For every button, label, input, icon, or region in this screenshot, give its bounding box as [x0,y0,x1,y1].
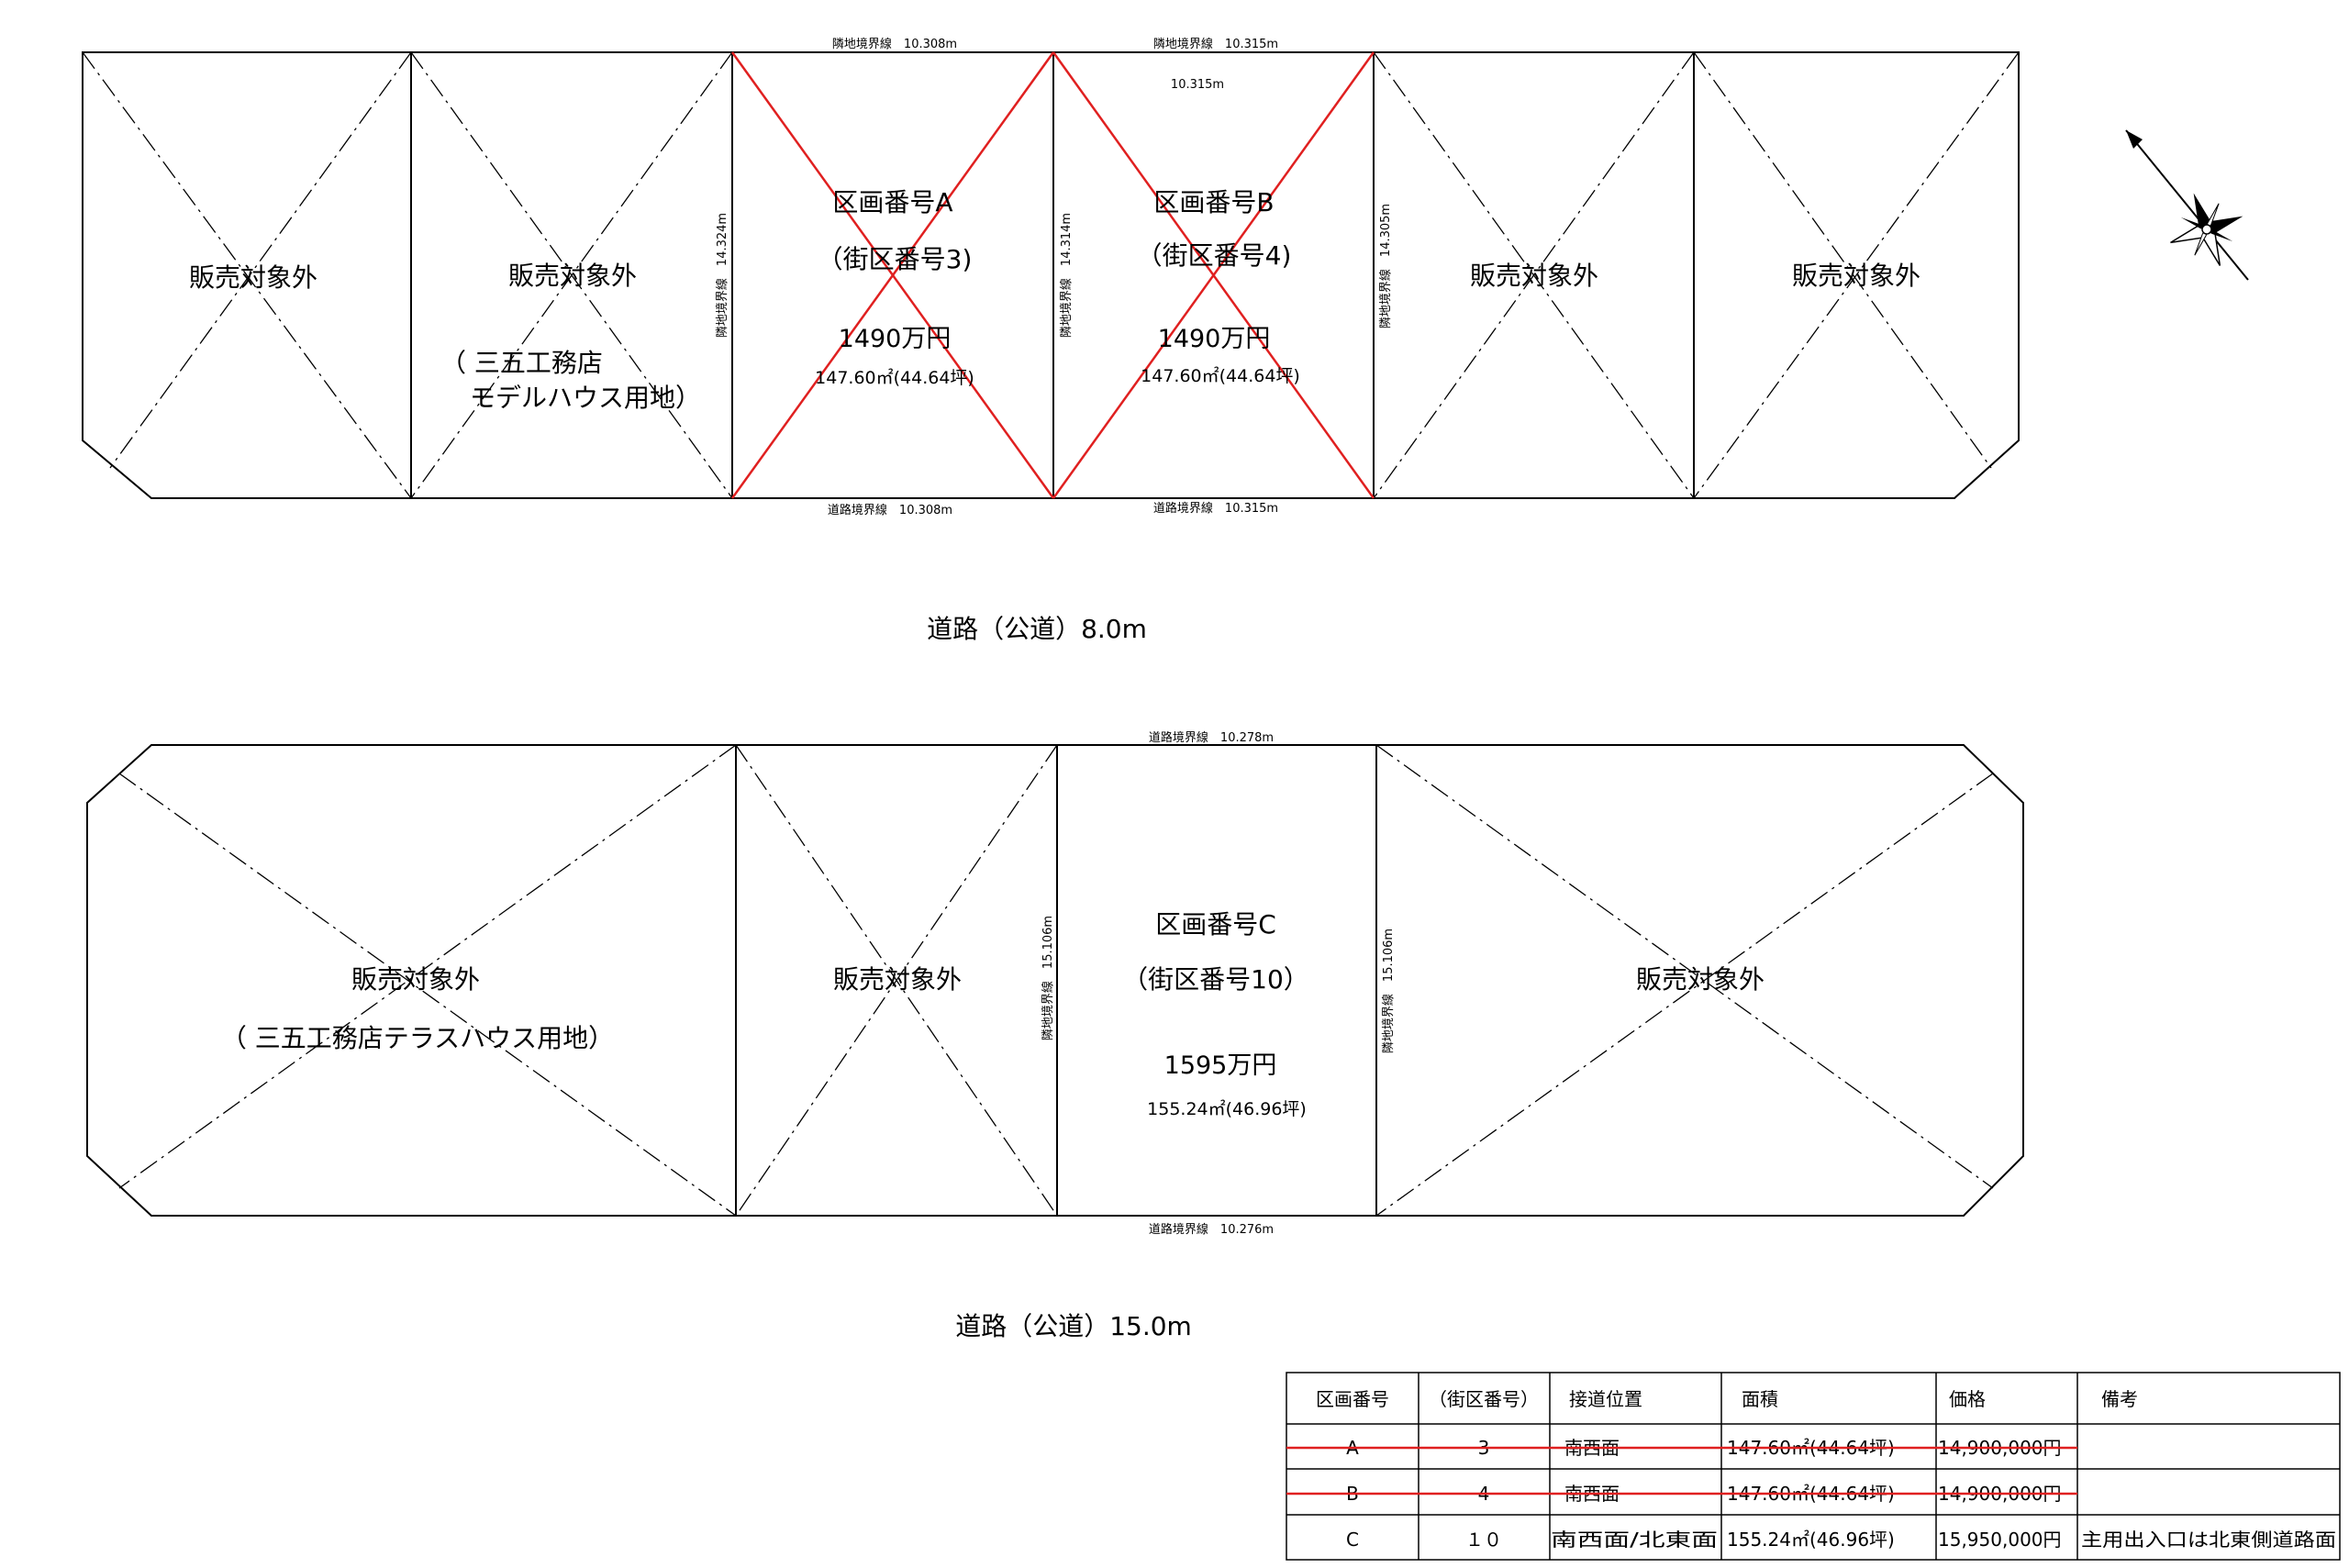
table-header-cell: 備考 [2101,1388,2138,1410]
upper-block [82,51,2020,499]
table-cell: 主用出入口は北東側道路面 [2081,1529,2336,1551]
plot-c-name: 区画番号C [1155,909,1276,940]
not-for-sale-cross [1375,744,1994,1189]
sold-cross-a [730,51,1055,499]
plot-b-price: 1490万円 [1158,325,1271,353]
plot-label-not-for-sale: 販売対象外 [1792,261,1920,291]
table-cell: C [1346,1529,1359,1551]
table-cell: 15,950,000円 [1938,1529,2062,1551]
top-boundary-dim-a: 隣地境界線 10.308m [832,37,957,51]
not-for-sale-cross [1693,51,1992,469]
not-for-sale-cross [1375,773,1994,1217]
lower-block-outline [86,744,2024,1217]
plot-label-not-for-sale: 販売対象外 [1636,964,1765,995]
plot-label-not-for-sale: 販売対象外 [833,964,962,995]
upper-block-outline [82,51,2020,499]
plot-b-block: （街区番号4) [1137,240,1292,271]
plot-label-not-for-sale: 販売対象外 [508,261,637,291]
top-boundary-dim-b-extra: 10.315m [1171,78,1224,92]
plot-label-not-for-sale: 販売対象外 [1470,261,1598,291]
side-boundary-dim: 隣地境界線 14.305m [1378,204,1393,328]
not-for-sale-cross [410,51,733,499]
plot-c-block: （街区番号10） [1122,964,1309,995]
plot-c-price: 1595万円 [1164,1051,1277,1080]
side-boundary-dim: 隣地境界線 14.324m [715,213,729,338]
not-for-sale-cross [1373,51,1695,499]
top-boundary-dim-b: 隣地境界線 10.315m [1153,37,1278,51]
table-row: B 4 南西面 147.60㎡(44.64坪) 14,900,000円 [1286,1483,2077,1505]
top-boundary-dim: 道路境界線 10.278m [1149,730,1274,745]
table-cell: 155.24㎡(46.96坪) [1727,1529,1895,1551]
plot-b-name: 区画番号B [1153,187,1274,217]
plot-label-not-for-sale: 販売対象外 [189,262,317,293]
table-header-cell: 価格 [1949,1388,1986,1410]
table-header-cell: （街区番号） [1429,1388,1539,1410]
table-border [1286,1372,2341,1561]
side-boundary-dim: 隣地境界線 15.106m [1381,929,1396,1053]
road-label-upper: 道路（公道）8.0m [927,614,1147,644]
not-for-sale-cross [1693,51,2020,499]
not-for-sale-cross [82,51,412,499]
plot-a-name: 区画番号A [832,187,952,217]
plot-note: モデルハウス用地） [470,383,701,413]
plot-a-block: （街区番号3) [818,244,973,274]
sold-cross-b [1052,51,1375,499]
table-header-cell: 接道位置 [1569,1388,1642,1410]
plot-a-price: 1490万円 [839,325,952,353]
not-for-sale-cross [109,51,412,469]
not-for-sale-cross [735,744,1058,1217]
side-boundary-dim: 隣地境界線 14.314m [1059,213,1074,338]
table-row: A 3 南西面 147.60㎡(44.64坪) 14,900,000円 [1286,1437,2077,1459]
road-label-lower: 道路（公道）15.0m [955,1311,1192,1341]
table-cell: １０ [1465,1529,1502,1551]
plot-note: （ 三五工務店 [440,348,603,378]
plot-c-area: 155.24㎡(46.96坪) [1147,1098,1307,1119]
lower-block [86,744,2024,1217]
plot-a-area: 147.60㎡(44.64坪) [815,367,974,388]
not-for-sale-cross [118,744,737,1189]
table-header-cell: 面積 [1742,1388,1778,1410]
plot-b-area: 147.60㎡(44.64坪) [1141,365,1300,386]
plot-note: （ 三五工務店テラスハウス用地） [221,1023,614,1053]
plot-label-not-for-sale: 販売対象外 [351,964,480,995]
side-boundary-dim: 隣地境界線 15.106m [1041,916,1055,1040]
table-row: C １０ 南西面/北東面 155.24㎡(46.96坪) 15,950,000円… [1346,1529,2336,1551]
not-for-sale-cross [118,773,737,1217]
compass-north-arrow-icon [2125,129,2249,281]
table-header-cell: 区画番号 [1316,1388,1389,1410]
bottom-boundary-dim: 道路境界線 10.276m [1149,1222,1274,1237]
plot-table: 区画番号 （街区番号） 接道位置 面積 価格 備考 A 3 南西面 147.60… [1286,1372,2341,1561]
bottom-boundary-dim-b: 道路境界線 10.315m [1153,501,1278,516]
bottom-boundary-dim-a: 道路境界線 10.308m [828,503,952,517]
table-cell: 南西面/北東面 [1551,1529,1718,1551]
